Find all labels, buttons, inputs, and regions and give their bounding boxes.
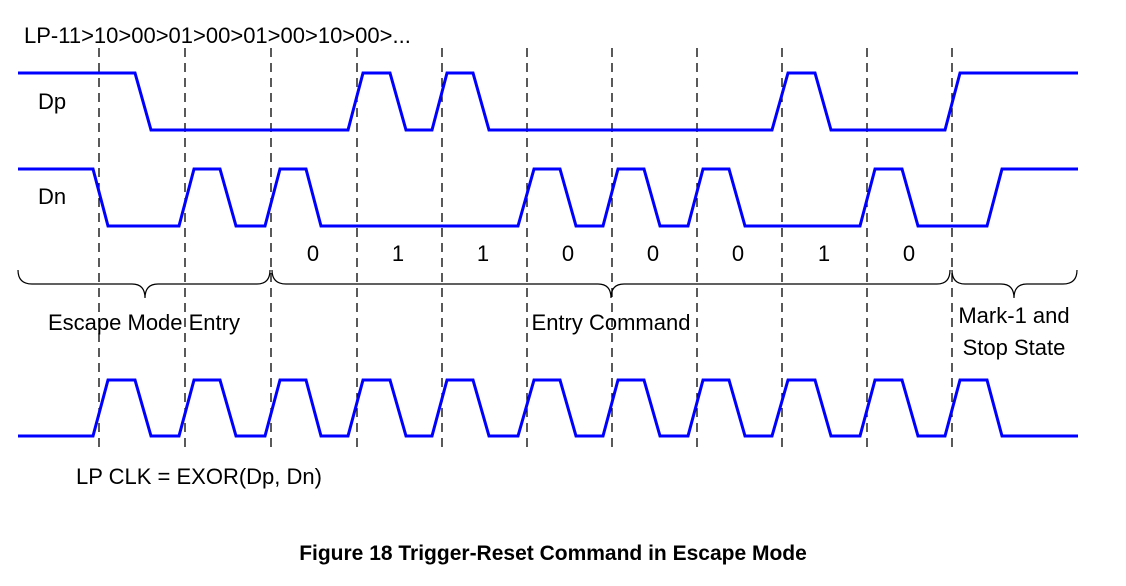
- dn-waveform: [18, 167, 1078, 228]
- bit-value: 0: [903, 241, 915, 266]
- bit-value: 0: [562, 241, 574, 266]
- mark-stop-label-line1: Mark-1 and: [958, 303, 1069, 328]
- bit-value: 0: [647, 241, 659, 266]
- escape-mode-entry-label: Escape Mode Entry: [48, 310, 240, 335]
- bit-values: 0 1 1 0 0 0 1 0: [307, 241, 915, 266]
- lp-clk-waveform: [18, 378, 1078, 438]
- bit-value: 1: [818, 241, 830, 266]
- dp-label: Dp: [38, 89, 66, 114]
- mark-stop-brace: [951, 269, 1078, 299]
- bit-value: 1: [477, 241, 489, 266]
- entry-command-label: Entry Command: [532, 310, 691, 335]
- lp-clk-label: LP CLK = EXOR(Dp, Dn): [76, 464, 322, 489]
- bit-value: 0: [732, 241, 744, 266]
- figure-caption: Figure 18 Trigger-Reset Command in Escap…: [299, 542, 807, 565]
- lp-sequence-label: LP-11>10>00>01>00>01>00>10>00>...: [24, 23, 411, 48]
- escape-entry-brace: [17, 269, 271, 299]
- dn-label: Dn: [38, 184, 66, 209]
- mark-stop-label-line2: Stop State: [963, 335, 1066, 360]
- bit-value: 1: [392, 241, 404, 266]
- timing-guides: [98, 48, 953, 452]
- entry-command-brace: [271, 269, 951, 299]
- dp-waveform: [18, 71, 1078, 132]
- bit-value: 0: [307, 241, 319, 266]
